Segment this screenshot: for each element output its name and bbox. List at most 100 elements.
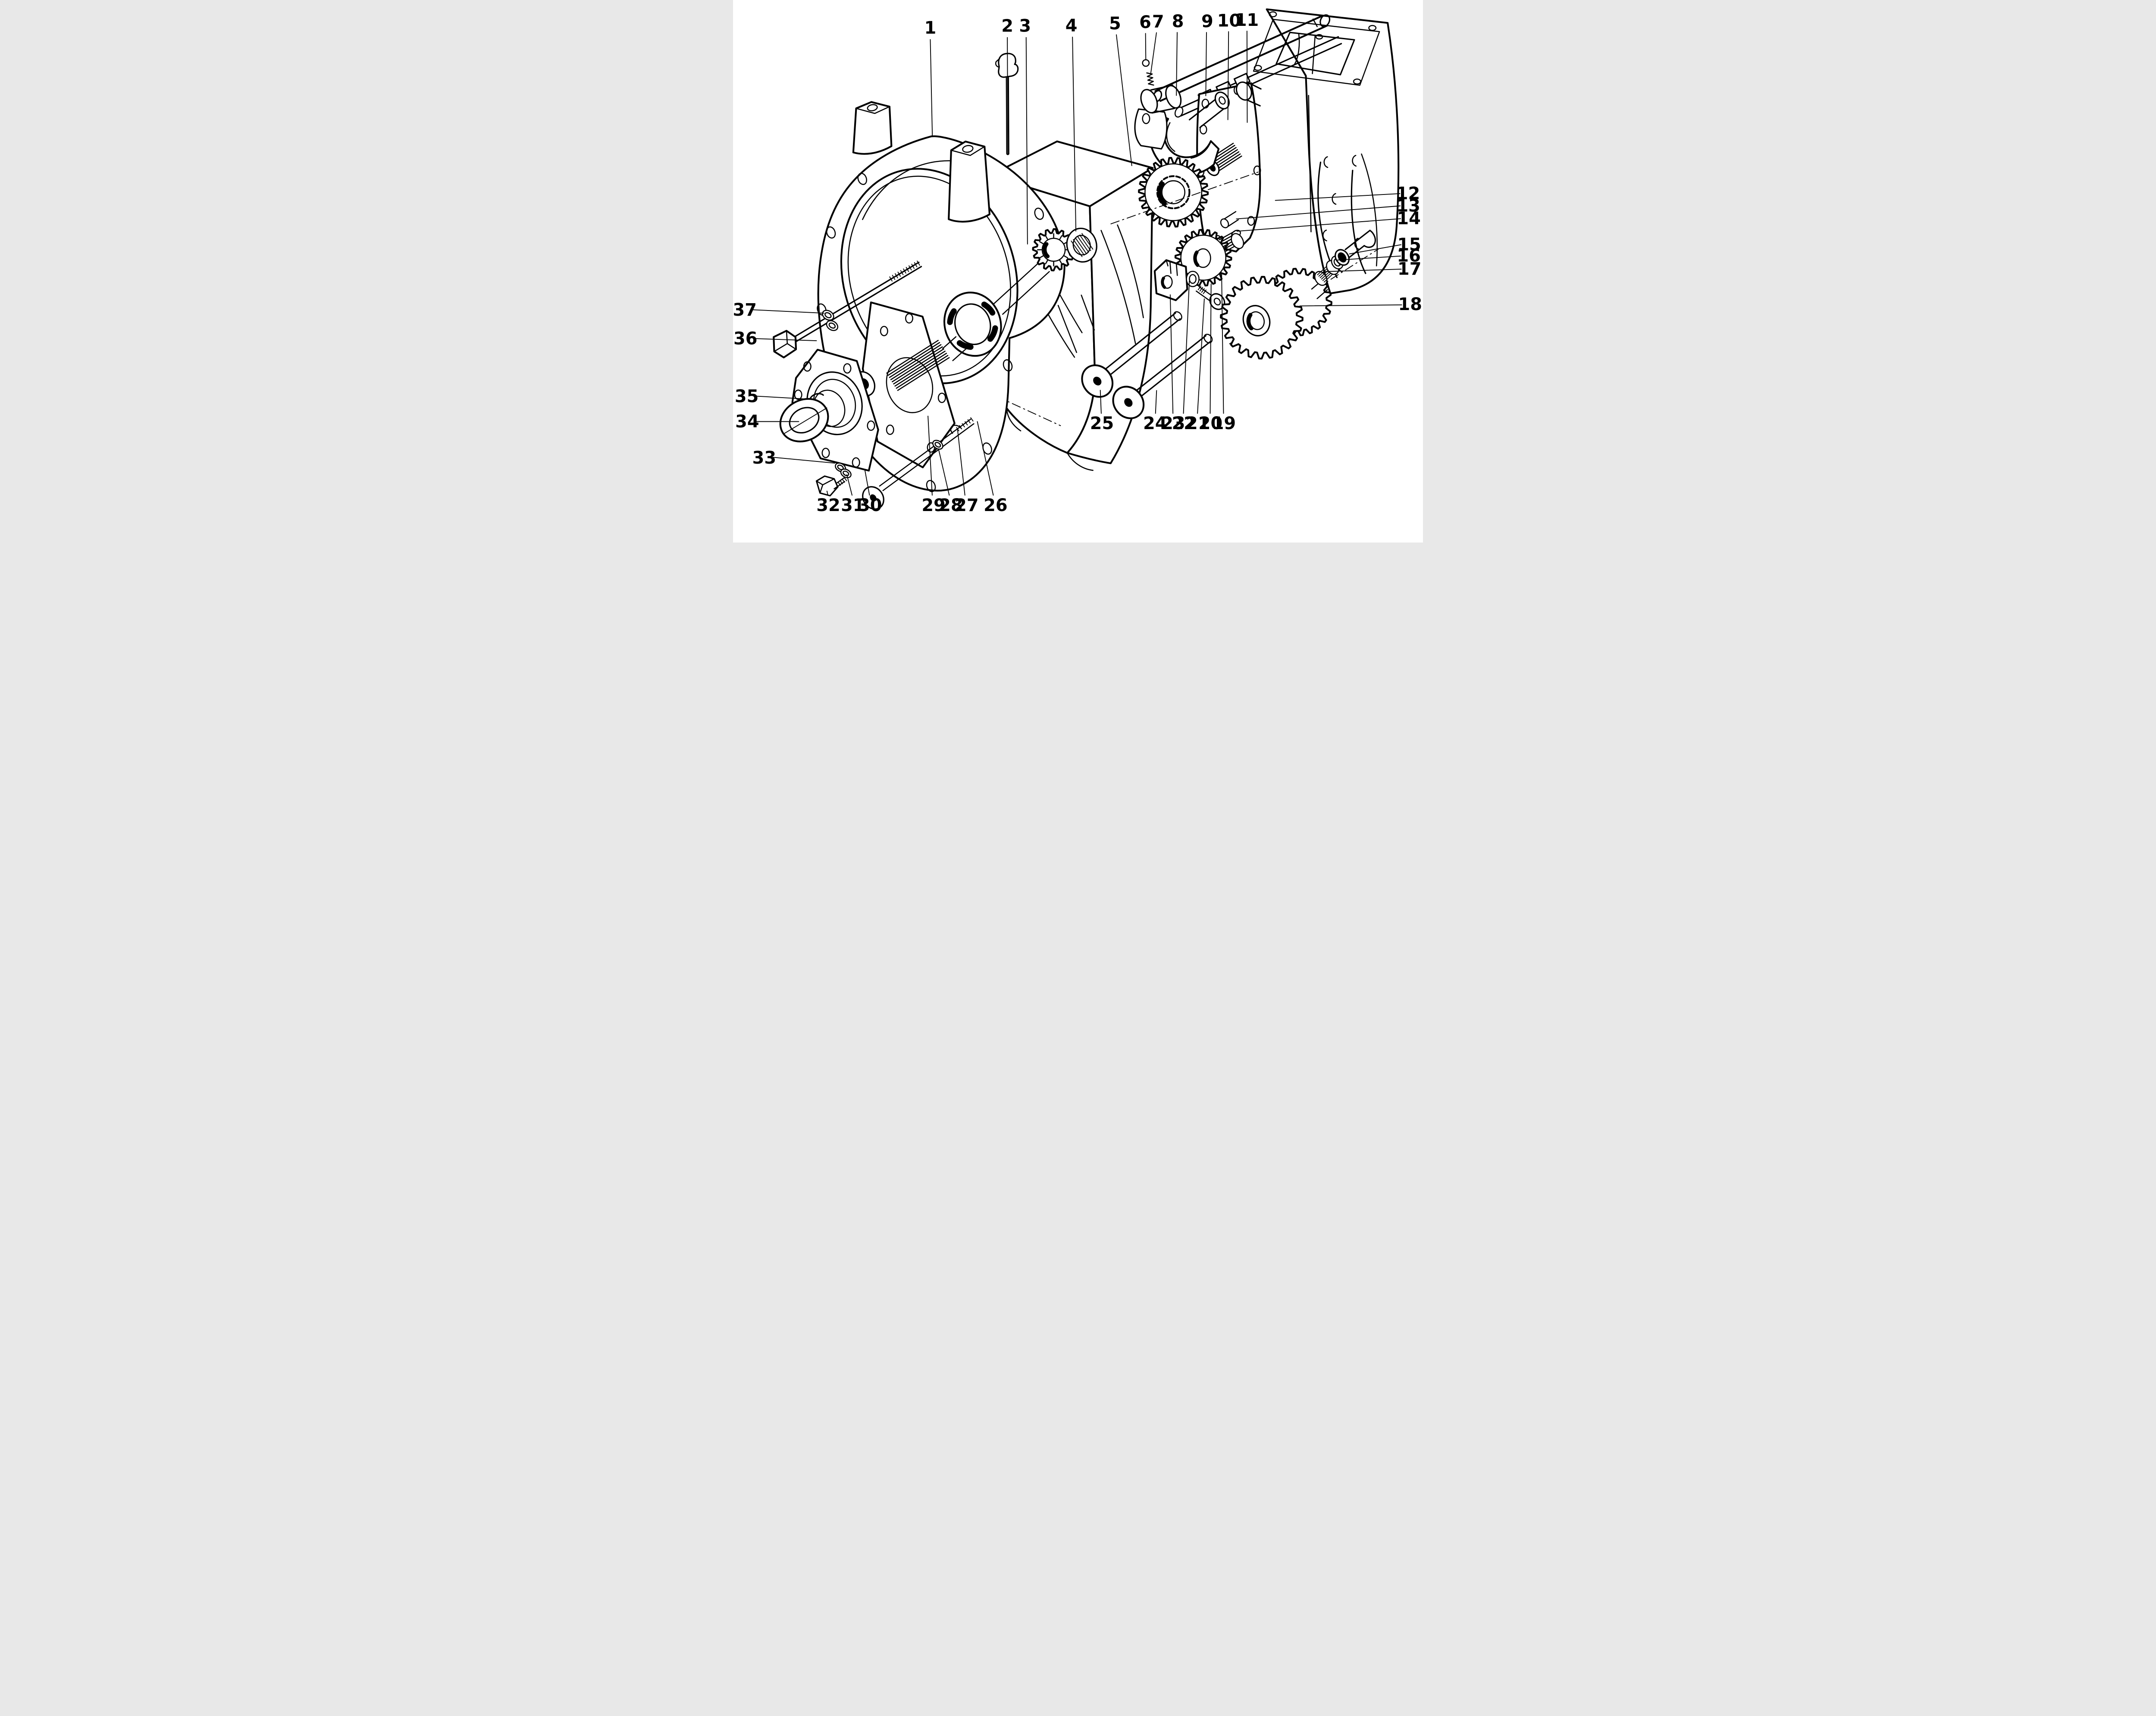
detail-line xyxy=(909,265,912,271)
leader-line-21 xyxy=(1197,298,1205,414)
part-number-29: 29 xyxy=(921,496,945,515)
callout-9: 9 xyxy=(1201,12,1213,96)
leader-line-24 xyxy=(1155,390,1157,414)
leader-line-14 xyxy=(1236,218,1401,232)
detail-line xyxy=(1045,235,1048,240)
leader-line-7 xyxy=(1150,32,1157,74)
pinion-and-bearing xyxy=(992,227,1097,315)
part-number-32: 32 xyxy=(816,496,840,515)
detail-line xyxy=(970,417,974,422)
detail-line xyxy=(892,275,896,280)
shift-fork xyxy=(1148,91,1230,176)
part-number-8: 8 xyxy=(1172,12,1184,31)
callout-10: 10 xyxy=(1217,11,1241,120)
detail-line xyxy=(1081,233,1094,250)
part-number-16: 16 xyxy=(1397,246,1420,266)
leader-line-27 xyxy=(957,429,965,496)
detail-line xyxy=(1197,285,1201,290)
part-number-3: 3 xyxy=(1019,16,1031,36)
detail-line xyxy=(965,421,968,426)
part-number-19: 19 xyxy=(1212,414,1236,433)
leader-line-19 xyxy=(1221,272,1224,414)
fasteners xyxy=(815,311,1213,510)
detail-line xyxy=(1212,149,1238,166)
detail-line xyxy=(962,423,965,427)
callout-16: 16 xyxy=(1336,246,1421,266)
detail-line xyxy=(842,479,845,483)
detail-line xyxy=(1203,289,1206,294)
part-number-9: 9 xyxy=(1201,12,1213,31)
part-number-15: 15 xyxy=(1397,235,1421,254)
input-shaft xyxy=(853,292,1002,397)
detail-line xyxy=(906,267,909,272)
callout-7: 7 xyxy=(1150,12,1164,74)
through-stud xyxy=(773,260,922,358)
detail-line xyxy=(1077,236,1089,253)
part-number-13: 13 xyxy=(1396,196,1420,216)
callout-4: 4 xyxy=(1065,16,1078,232)
part-number-26: 26 xyxy=(984,496,1007,515)
leader-line-13 xyxy=(1236,205,1401,220)
leader-line-4 xyxy=(1072,37,1077,232)
leader-line-28 xyxy=(938,448,950,496)
detail-line xyxy=(838,482,841,486)
callout-29: 29 xyxy=(921,415,946,515)
leader-line-29 xyxy=(928,415,933,496)
detail-line xyxy=(895,273,898,279)
detail-line xyxy=(886,340,939,374)
part-number-21: 21 xyxy=(1186,414,1210,433)
side-cover xyxy=(779,348,879,472)
part-number-12: 12 xyxy=(1396,184,1420,204)
exploded-gearbox-diagram: 1234567891011121314151617181920212223242… xyxy=(733,0,1423,543)
callout-27: 27 xyxy=(955,429,979,515)
detail-line xyxy=(891,348,944,383)
callout-11: 11 xyxy=(1235,10,1259,123)
detail-line xyxy=(1039,255,1044,259)
part-number-34: 34 xyxy=(735,412,759,432)
callout-5: 5 xyxy=(1109,14,1132,166)
part-number-14: 14 xyxy=(1397,209,1420,229)
detail-line xyxy=(911,264,915,269)
detail-line xyxy=(890,346,943,380)
detail-line xyxy=(897,271,901,277)
part-number-18: 18 xyxy=(1398,295,1422,314)
detail-line xyxy=(1199,287,1203,292)
leader-line-5 xyxy=(1116,34,1132,166)
callout-36: 36 xyxy=(733,329,817,349)
callout-23: 23 xyxy=(1161,294,1185,433)
detail-line xyxy=(897,357,950,391)
part-number-17: 17 xyxy=(1398,259,1421,279)
part-number-35: 35 xyxy=(735,386,758,406)
leader-line-26 xyxy=(977,421,994,496)
detail-line xyxy=(1215,153,1241,171)
callout-6: 6 xyxy=(1139,13,1151,61)
callout-15: 15 xyxy=(1349,235,1421,254)
callout-19: 19 xyxy=(1212,272,1236,433)
detail-line xyxy=(893,351,946,385)
part-number-23: 23 xyxy=(1161,414,1185,433)
part-number-7: 7 xyxy=(1152,12,1164,32)
leader-line-18 xyxy=(1299,304,1402,307)
leader-line-25 xyxy=(1100,389,1102,414)
callout-31: 31 xyxy=(841,474,865,515)
leader-line-3 xyxy=(1025,37,1028,245)
callout-37: 37 xyxy=(733,300,824,320)
detail-line xyxy=(1201,288,1205,293)
callout-21: 21 xyxy=(1186,298,1210,433)
leader-line-33 xyxy=(772,457,836,464)
detent-ball xyxy=(1142,59,1150,67)
leader-line-20 xyxy=(1210,283,1212,414)
detail-line xyxy=(840,480,843,484)
detail-line xyxy=(894,353,947,387)
detail-line xyxy=(1045,260,1048,264)
callout-1: 1 xyxy=(924,18,936,137)
leader-line-12 xyxy=(1275,193,1401,201)
leader-line-10 xyxy=(1227,31,1229,120)
part-number-11: 11 xyxy=(1235,10,1259,30)
callout-32: 32 xyxy=(816,490,840,515)
leader-line-32 xyxy=(826,490,828,496)
detail-line xyxy=(1059,235,1062,240)
detail-line xyxy=(956,427,959,432)
detail-line xyxy=(1216,155,1242,173)
